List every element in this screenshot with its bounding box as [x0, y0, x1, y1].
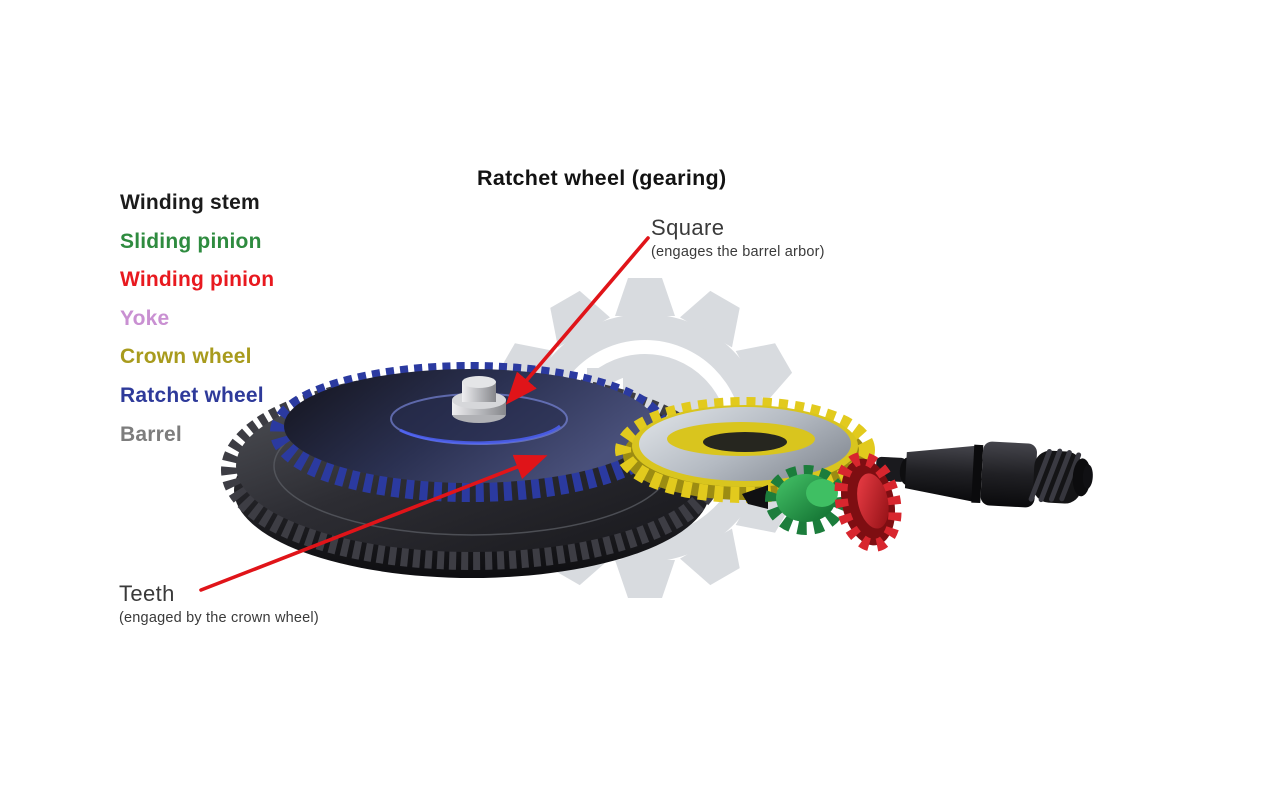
legend-item-yoke: Yoke	[120, 306, 170, 330]
teeth-annotation-label: Teeth	[119, 581, 175, 606]
diagram-title: Ratchet wheel (gearing)	[477, 166, 727, 190]
square-annotation-label: Square	[651, 215, 725, 240]
teeth-annotation-detail: (engaged by the crown wheel)	[119, 610, 319, 626]
legend-item-crown-wheel: Crown wheel	[120, 345, 252, 369]
square-annotation: Square (engages the barrel arbor)	[651, 215, 825, 261]
arrow-to-teeth	[199, 454, 548, 592]
parts-legend: Winding stem Sliding pinion Winding pini…	[120, 184, 274, 454]
winding-stem	[875, 441, 1093, 508]
legend-item-barrel: Barrel	[120, 422, 182, 446]
arrow-to-square	[505, 236, 650, 405]
teeth-annotation: Teeth (engaged by the crown wheel)	[119, 581, 319, 627]
legend-item-winding-stem: Winding stem	[120, 191, 260, 214]
square-annotation-detail: (engages the barrel arbor)	[651, 244, 825, 260]
stem-pivot-tip	[742, 485, 768, 509]
winding-pinion-gear	[834, 452, 902, 552]
legend-item-sliding-pinion: Sliding pinion	[120, 229, 262, 253]
legend-item-ratchet-wheel: Ratchet wheel	[120, 383, 264, 407]
legend-item-winding-pinion: Winding pinion	[120, 268, 275, 292]
square-arbor	[452, 376, 506, 423]
